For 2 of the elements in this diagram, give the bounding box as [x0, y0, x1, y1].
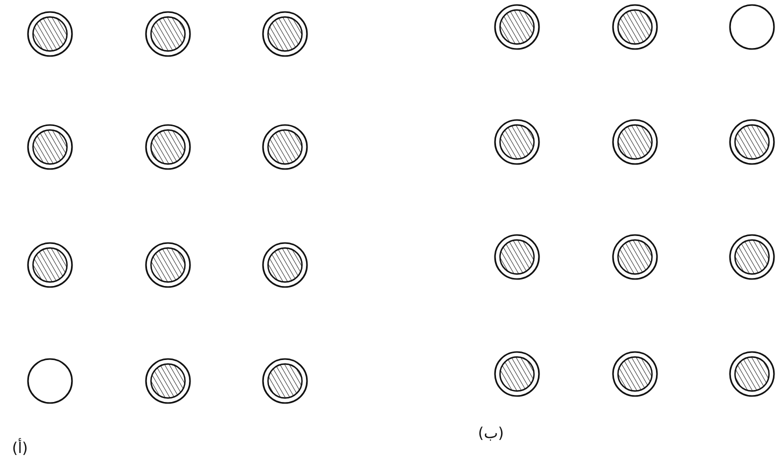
panel-label: (ب) [478, 424, 504, 442]
panel-label: (أ) [12, 439, 28, 457]
